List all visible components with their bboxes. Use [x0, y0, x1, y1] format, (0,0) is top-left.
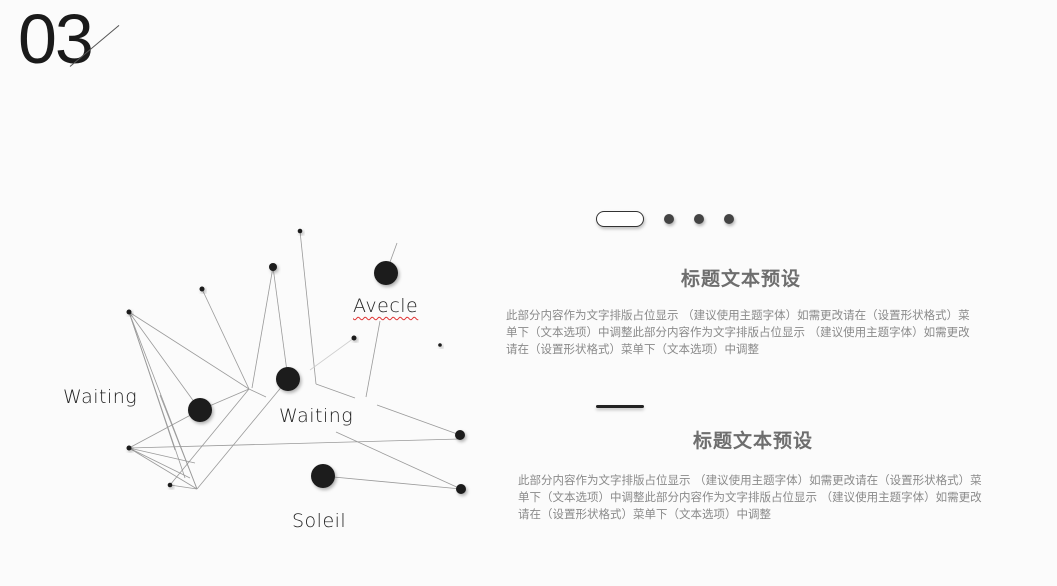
section-body: 此部分内容作为文字排版占位显示 （建议使用主题字体）如需更改请在（设置形状格式）…	[506, 308, 970, 356]
pager-active-pill[interactable]	[596, 211, 644, 227]
label-waiting-center: Waiting	[279, 405, 354, 427]
pager-dot[interactable]	[724, 214, 734, 224]
dash-divider	[596, 405, 644, 408]
section-title: 标题文本预设	[692, 430, 813, 452]
section-body: 此部分内容作为文字排版占位显示 （建议使用主题字体）如需更改请在（设置形状格式）…	[518, 473, 982, 521]
pager-indicator[interactable]	[596, 211, 734, 227]
label-avecle-text: Avecle	[353, 295, 419, 317]
network-edges	[128, 230, 462, 490]
network-nodes	[126, 228, 466, 494]
label-soleil: Soleil	[292, 510, 347, 532]
text-section-2: 标题文本预设 此部分内容作为文字排版占位显示 （建议使用主题字体）如需更改请在（…	[518, 426, 988, 523]
text-section-1: 标题文本预设 此部分内容作为文字排版占位显示 （建议使用主题字体）如需更改请在（…	[506, 264, 976, 358]
label-avecle: Avecle	[353, 295, 418, 317]
slide-number: 03	[18, 0, 94, 78]
pager-dot[interactable]	[664, 214, 674, 224]
pager-dot[interactable]	[694, 214, 704, 224]
label-waiting-left: Waiting	[63, 386, 138, 408]
section-title: 标题文本预设	[680, 268, 801, 290]
